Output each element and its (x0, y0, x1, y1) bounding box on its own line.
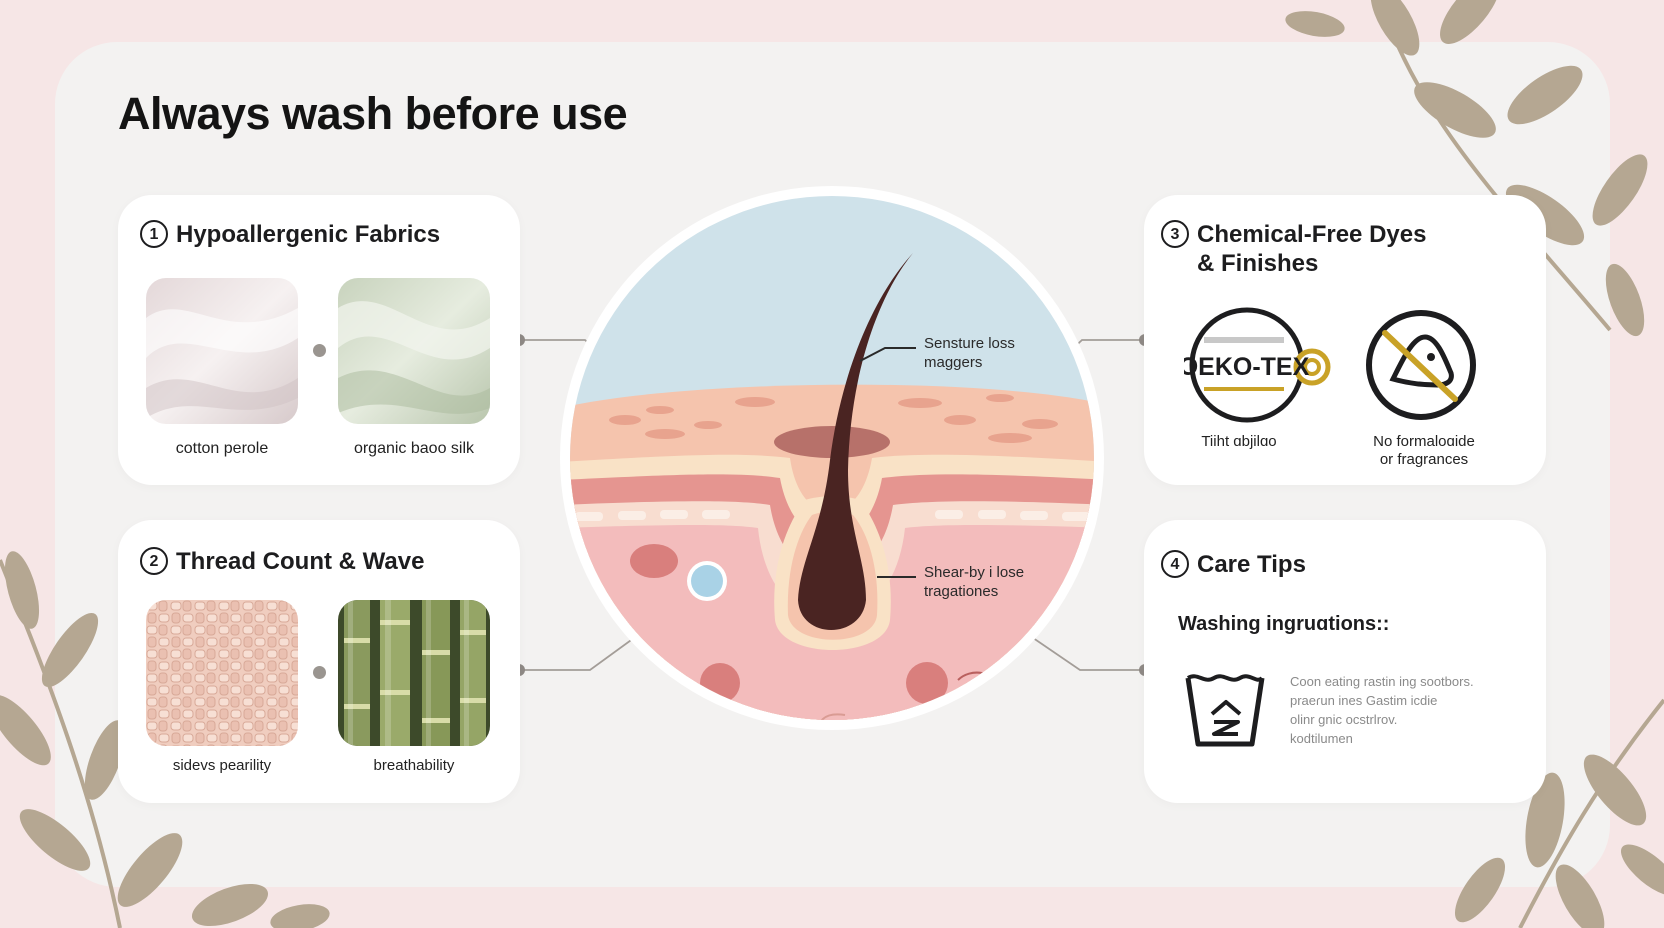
page-title: Always wash before use (118, 88, 628, 139)
certification-badge-icon: OEKO-TEX (1184, 307, 1331, 423)
no-chemicals-icon (1366, 310, 1476, 420)
step-number-badge: 2 (140, 547, 168, 575)
care-text-line: praeɾun ines Gastim icdie (1290, 693, 1438, 708)
care-text-line: Coon eating rastin ing sootbors. (1290, 674, 1474, 689)
card-title: 2 Thread Count & Wave (140, 547, 424, 576)
card-title-text: Chemical-Free Dyes & Finishes (1197, 220, 1426, 278)
fabric-caption: organic baoo silk (353, 440, 475, 457)
diagram-label-bottom: Shear-by i lose tragationes (924, 563, 1024, 601)
cotton-fabric-swatch (146, 278, 298, 424)
step-number-badge: 3 (1161, 220, 1189, 248)
diagram-label-line: tragationes (924, 583, 999, 600)
weave-caption: breathability (373, 757, 455, 774)
caption-line: or fragrances (1379, 451, 1469, 468)
step-number-badge: 4 (1161, 550, 1189, 578)
card-title: 4 Care Tips (1161, 550, 1306, 579)
card-title: 3 Chemical-Free Dyes & Finishes (1161, 220, 1426, 278)
separator-dot (313, 666, 326, 679)
silk-fabric-swatch (338, 278, 490, 424)
card-title: 1 Hypoallergenic Fabrics (140, 220, 440, 249)
weave-caption: sidevs pearility (172, 757, 272, 774)
diagram-label-line: maggers (924, 354, 983, 371)
badge-caption: Tiiht ɑbjilɑo (1201, 433, 1277, 450)
card-care-tips: 4 Care Tips Washing ingruɑtions:: Coon e… (1144, 520, 1546, 803)
diagram-label-line: Sensture loss (924, 335, 1015, 352)
separator-dot (313, 344, 326, 357)
card-chemical-free-dyes: 3 Chemical-Free Dyes & Finishes OEKO-TEX… (1144, 195, 1546, 485)
wash-basin-icon (1185, 674, 1265, 747)
fabric-caption: cotton perole (175, 440, 269, 457)
card-title-line: & Finishes (1197, 250, 1319, 277)
care-text-line: kodtilumen (1290, 731, 1353, 746)
no-chemicals-caption: No formaloɑide or fragrances (1334, 433, 1514, 469)
washing-instructions-heading: Washing ingruɑtions:: (1178, 613, 1390, 635)
card-title-text: Thread Count & Wave (176, 548, 425, 575)
card-title-text: Care Tips (1197, 551, 1306, 578)
card-title-text: Hypoallergenic Fabrics (176, 221, 441, 248)
weave-pattern-swatch (146, 600, 298, 746)
diagram-label-line: Shear-by i lose (924, 564, 1025, 581)
card-thread-count: 2 Thread Count & Wave (118, 520, 520, 803)
badge-text: OEKO-TEX (1184, 353, 1310, 381)
bamboo-swatch (338, 600, 490, 746)
diagram-label-top: Sensture loss maggers (924, 334, 1015, 372)
care-instructions-text: Coon eating rastin ing sootbors. praeɾun… (1290, 672, 1520, 748)
step-number-badge: 1 (140, 220, 168, 248)
care-text-line: olinr ɡnic ocstrlrov. (1290, 712, 1398, 727)
caption-line: No formaloɑide (1373, 433, 1475, 450)
card-title-line: Chemical-Free Dyes (1197, 221, 1427, 248)
card-hypoallergenic-fabrics: 1 Hypoallergenic Fabrics cot (118, 195, 520, 485)
